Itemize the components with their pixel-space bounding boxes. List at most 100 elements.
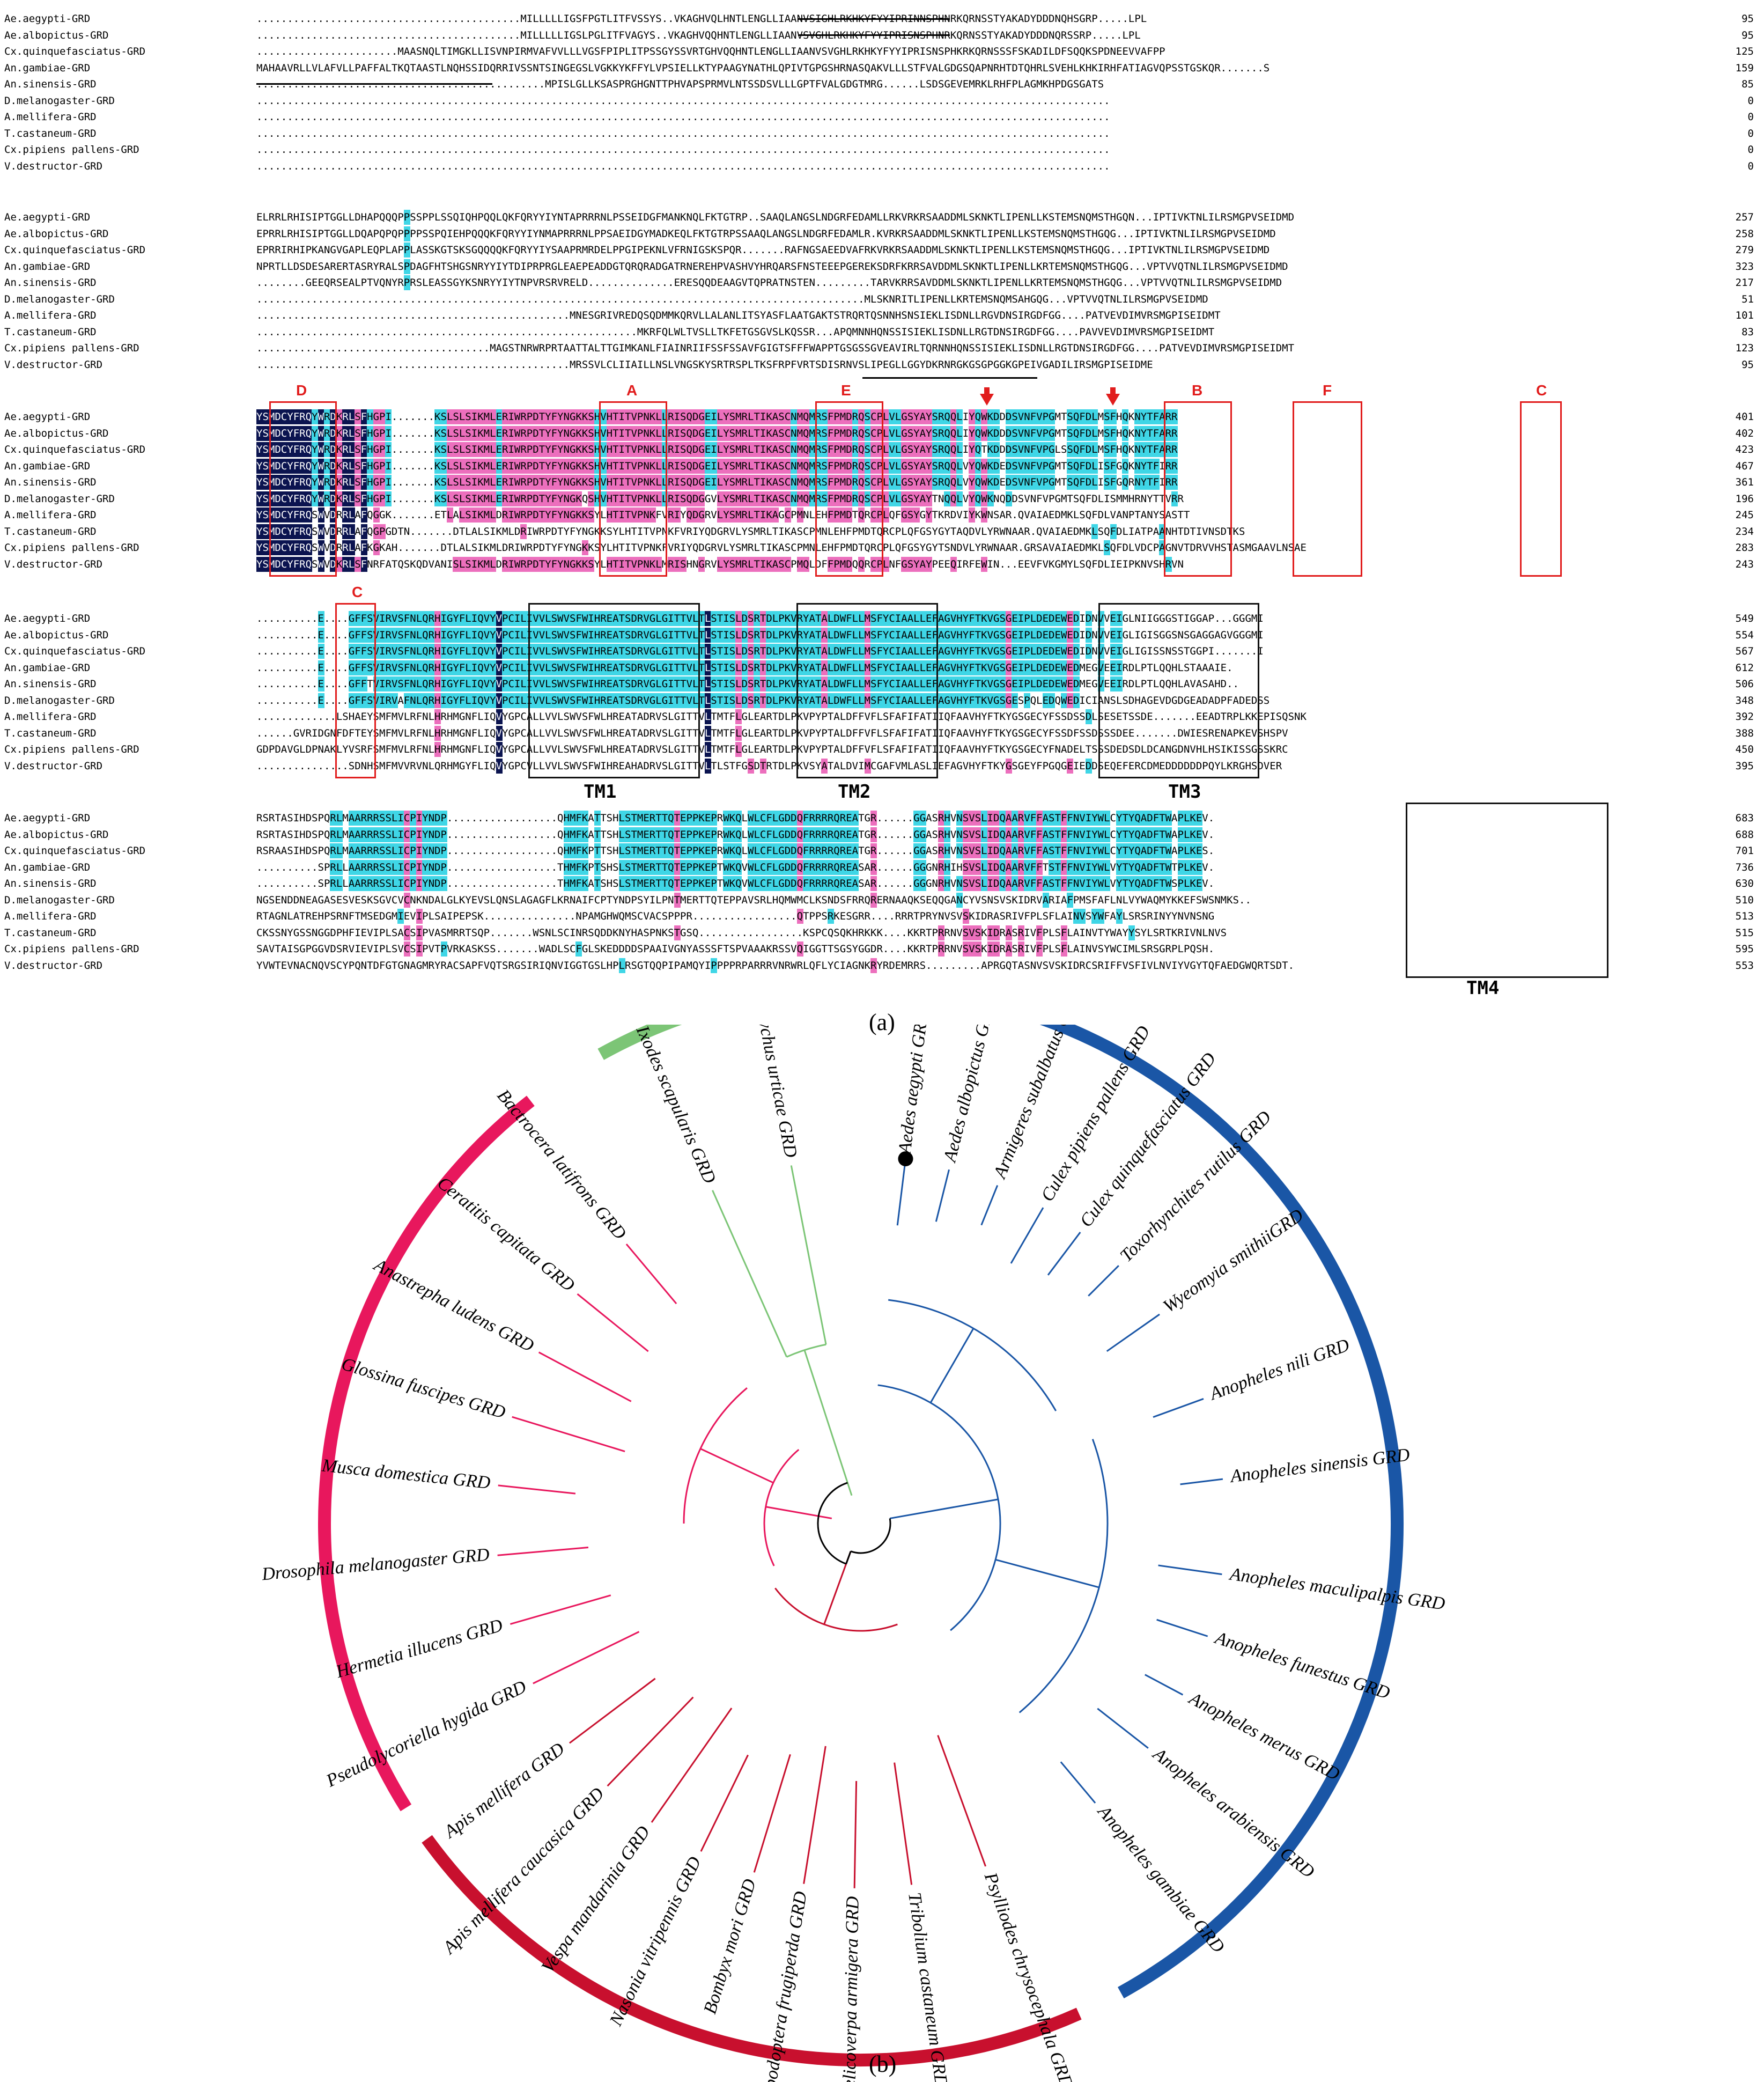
- sequence-name: T.castaneum-GRD: [4, 725, 97, 741]
- tree-tip-label: Anopheles funestus GRD: [1212, 1628, 1392, 1703]
- conservation-highlight: [526, 409, 533, 424]
- conservation-highlight: [330, 409, 337, 424]
- sequence-name: An.sinensis-GRD: [4, 676, 97, 692]
- sequence-name: A.mellifera-GRD: [4, 709, 97, 725]
- sequence-position: 388: [1689, 725, 1754, 741]
- sequence-position: 736: [1689, 859, 1754, 876]
- sequence-position: 159: [1689, 60, 1754, 76]
- sequence-position: 701: [1689, 843, 1754, 859]
- sequence-name: Cx.pipiens pallens-GRD: [4, 941, 139, 957]
- conservation-highlight: [355, 409, 361, 424]
- tree-branch: [510, 1594, 611, 1625]
- tree-tip-label: Psylliodes chrysocephala GRD: [980, 1870, 1077, 2082]
- conservation-highlight: [889, 409, 896, 424]
- sequence-name: V.destructor-GRD: [4, 357, 102, 373]
- tree-branch: [980, 1185, 999, 1226]
- conservation-highlight: [403, 210, 410, 225]
- alignment-row: V.destructor-GRD........................…: [0, 158, 1764, 174]
- sequence-position: 0: [1689, 142, 1754, 158]
- motif-box-c-bottom: [335, 603, 376, 778]
- conservation-highlight: [1024, 409, 1031, 424]
- tree-tip-label: Glossina fuscipes GRD: [339, 1354, 508, 1423]
- sequence-position: 243: [1689, 556, 1754, 572]
- sequence-position: 101: [1689, 307, 1754, 323]
- motif-label-c-top: C: [1536, 382, 1547, 399]
- sequence-name: Ae.albopictus-GRD: [4, 27, 108, 43]
- tree-tip-label: Anopheles nili GRD: [1206, 1335, 1352, 1404]
- conservation-highlight: [379, 409, 386, 424]
- sequence-name: V.destructor-GRD: [4, 958, 102, 974]
- conservation-highlight: [403, 259, 410, 274]
- tm2-box: [796, 603, 938, 778]
- sequence-name: Ae.albopictus-GRD: [4, 226, 108, 242]
- conservation-highlight: [1017, 409, 1024, 424]
- sequence-name: Ae.aegypti-GRD: [4, 610, 90, 627]
- conservation-highlight: [791, 409, 798, 424]
- sequence-position: 595: [1689, 941, 1754, 957]
- tree-tip-label: Apis mellifera GRD: [440, 1739, 569, 1843]
- tree-branch: [700, 1754, 749, 1852]
- tree-branch: [1088, 1265, 1119, 1297]
- motif-label-f: F: [1323, 382, 1332, 399]
- conservation-highlight: [446, 409, 453, 424]
- motif-label-a: A: [626, 382, 637, 399]
- tree-tip-label: Helicoverpa armigera GRD: [839, 1896, 863, 2082]
- conservation-highlight: [588, 409, 595, 424]
- sequence-name: Cx.quinquefasciatus-GRD: [4, 242, 145, 258]
- conservation-highlight: [483, 409, 490, 424]
- sequence-name: D.melanogaster-GRD: [4, 693, 115, 709]
- tree-tip-label: Anastrepha ludens GRD: [370, 1255, 537, 1356]
- sequence-position: 283: [1689, 540, 1754, 556]
- tree-branch: [533, 1631, 640, 1684]
- sequence-name: An.gambiae-GRD: [4, 859, 90, 876]
- conservation-highlight: [1091, 409, 1098, 424]
- red-arrow-1: [980, 394, 994, 406]
- conservation-highlight: [262, 409, 269, 424]
- conservation-highlight: [520, 409, 527, 424]
- conservation-highlight: [649, 409, 656, 424]
- alignment-row: Cx.pipiens pallens-GRD..................…: [0, 340, 1764, 356]
- conservation-highlight: [318, 409, 324, 424]
- tree-tip-label: Ixodes scapularis GRD: [632, 1025, 719, 1187]
- conservation-highlight: [348, 409, 355, 424]
- conservation-highlight: [1085, 409, 1092, 424]
- sequence-name: Ae.aegypti-GRD: [4, 209, 90, 225]
- sequence-position: 401: [1689, 409, 1754, 425]
- tm1-box: [528, 603, 700, 778]
- conservation-highlight: [360, 409, 367, 424]
- sequence-name: Ae.albopictus-GRD: [4, 425, 108, 442]
- sequence-position: 549: [1689, 610, 1754, 627]
- tree-tip-label: Anopheles arabiensis GRD: [1148, 1743, 1318, 1882]
- tree-tip-label: Aedes albopictus GRD: [940, 1025, 999, 1165]
- conservation-highlight: [852, 409, 859, 424]
- sequence-position: 688: [1689, 827, 1754, 843]
- sequence-name: V.destructor-GRD: [4, 556, 102, 572]
- tree-tip-label: Hermetia illucens GRD: [334, 1615, 505, 1682]
- tree-branch: [512, 1416, 625, 1452]
- tm3-box: [1098, 603, 1259, 778]
- tree-tip-label: Drosophila melanogaster GRD: [261, 1544, 491, 1584]
- sequence-name: Cx.pipiens pallens-GRD: [4, 142, 139, 158]
- conservation-highlight: [938, 409, 944, 424]
- sequence-name: V.destructor-GRD: [4, 758, 102, 774]
- sequence-name: An.sinensis-GRD: [4, 275, 97, 291]
- sequence-position: 125: [1689, 43, 1754, 60]
- alignment-row: T.castaneum-GRD.........................…: [0, 324, 1764, 340]
- conservation-highlight: [956, 409, 963, 424]
- conservation-highlight: [655, 409, 662, 424]
- conservation-highlight: [993, 409, 1000, 424]
- sequence-position: 51: [1689, 291, 1754, 307]
- conservation-highlight: [465, 409, 472, 424]
- conservation-highlight: [281, 409, 287, 424]
- conservation-highlight: [969, 409, 976, 424]
- red-arrow-2: [1106, 394, 1120, 406]
- conservation-highlight: [367, 409, 374, 424]
- conservation-highlight: [643, 409, 650, 424]
- conservation-highlight: [637, 409, 644, 424]
- sequence-name: D.melanogaster-GRD: [4, 892, 115, 908]
- tree-tip-label: Wyeomyia smithiiGRD: [1160, 1205, 1307, 1316]
- motif-box-f: [1293, 401, 1362, 577]
